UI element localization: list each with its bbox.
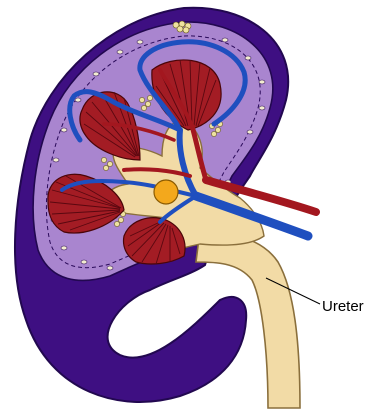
- hilum-node: [154, 180, 178, 204]
- ureter-label: Ureter: [322, 298, 364, 315]
